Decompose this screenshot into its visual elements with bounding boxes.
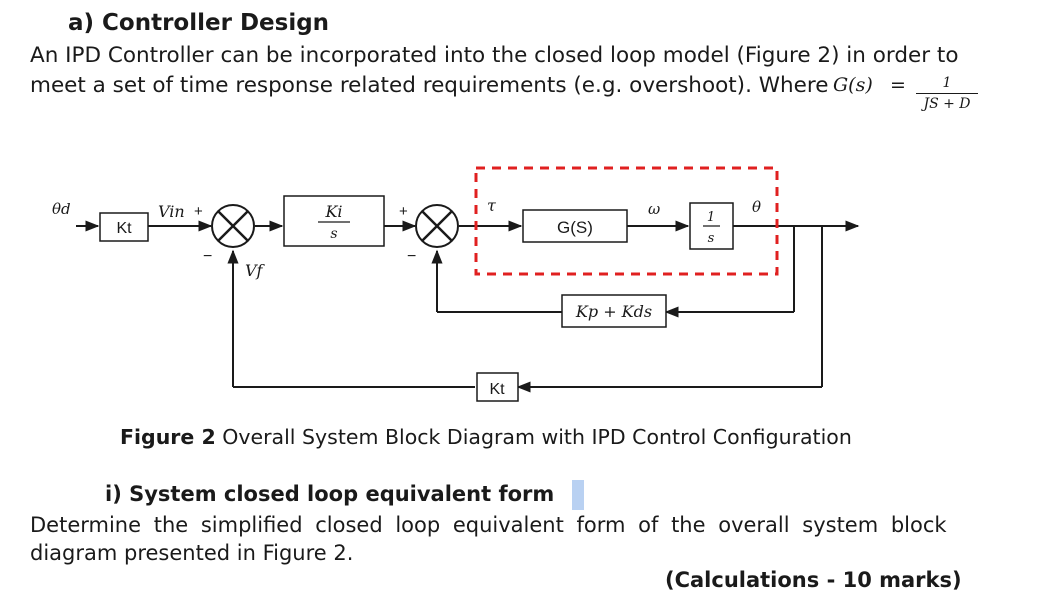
- junction-cross: [217, 210, 249, 242]
- kt-input-label: Kt: [116, 220, 132, 237]
- intro-text-line-1: An IPD Controller can be incorporated in…: [30, 43, 959, 68]
- plus-sign-2: +: [399, 203, 408, 220]
- equals-sign: =: [890, 74, 906, 96]
- vin-label: Vin: [158, 202, 185, 221]
- plant-gs-block: [522, 209, 628, 243]
- question-text-line-2: diagram presented in Figure 2.: [30, 541, 354, 565]
- minus-sign-1: −: [203, 248, 212, 265]
- figure-label: Figure 2: [120, 425, 216, 449]
- kt-feedback-label: Kt: [489, 381, 505, 398]
- text-cursor-highlight: [572, 480, 584, 510]
- theta-label: θ: [752, 198, 761, 216]
- integrator-numerator: 1: [707, 210, 715, 225]
- transfer-function-fraction: 1 JS + D: [912, 74, 982, 113]
- fraction-numerator: 1: [942, 75, 952, 91]
- integrator-ki-block: [283, 195, 385, 247]
- block-diagram: θd Kt Vin + − Vf Ki s + − τ G(S) ω 1 s θ…: [52, 166, 860, 402]
- fraction-denominator: JS + D: [923, 96, 971, 112]
- theta-d-label: θd: [52, 200, 71, 218]
- junction-cross: [421, 210, 453, 242]
- figure-caption-text: Overall System Block Diagram with IPD Co…: [215, 425, 852, 449]
- fraction-bar: [916, 93, 978, 94]
- vf-label: Vf: [245, 261, 266, 280]
- omega-label: ω: [648, 200, 660, 218]
- integrator-denominator: s: [708, 231, 715, 246]
- ki-denominator: s: [330, 226, 337, 242]
- intro-text-line-2: meet a set of time response related requ…: [30, 73, 829, 98]
- ki-numerator: Ki: [324, 202, 342, 221]
- tau-label: τ: [487, 196, 497, 215]
- marks-label: (Calculations - 10 marks): [665, 568, 962, 592]
- section-heading: a) Controller Design: [68, 10, 330, 36]
- question-text-line-1: Determine the simplified closed loop equ…: [30, 513, 947, 537]
- kt-block-input: [99, 212, 149, 242]
- gs-block-label: G(S): [557, 218, 593, 237]
- plant-dashed-box: [474, 166, 779, 276]
- transfer-function-label: G(s): [833, 74, 873, 96]
- question-subheading: i) System closed loop equivalent form: [105, 482, 555, 506]
- pd-block: [561, 294, 667, 328]
- pd-block-label: Kp + Kds: [575, 302, 652, 321]
- figure-caption: Figure 2 Overall System Block Diagram wi…: [120, 425, 852, 449]
- plus-sign-1: +: [194, 203, 203, 220]
- minus-sign-2: −: [407, 248, 416, 265]
- kt-block-feedback: [476, 372, 519, 402]
